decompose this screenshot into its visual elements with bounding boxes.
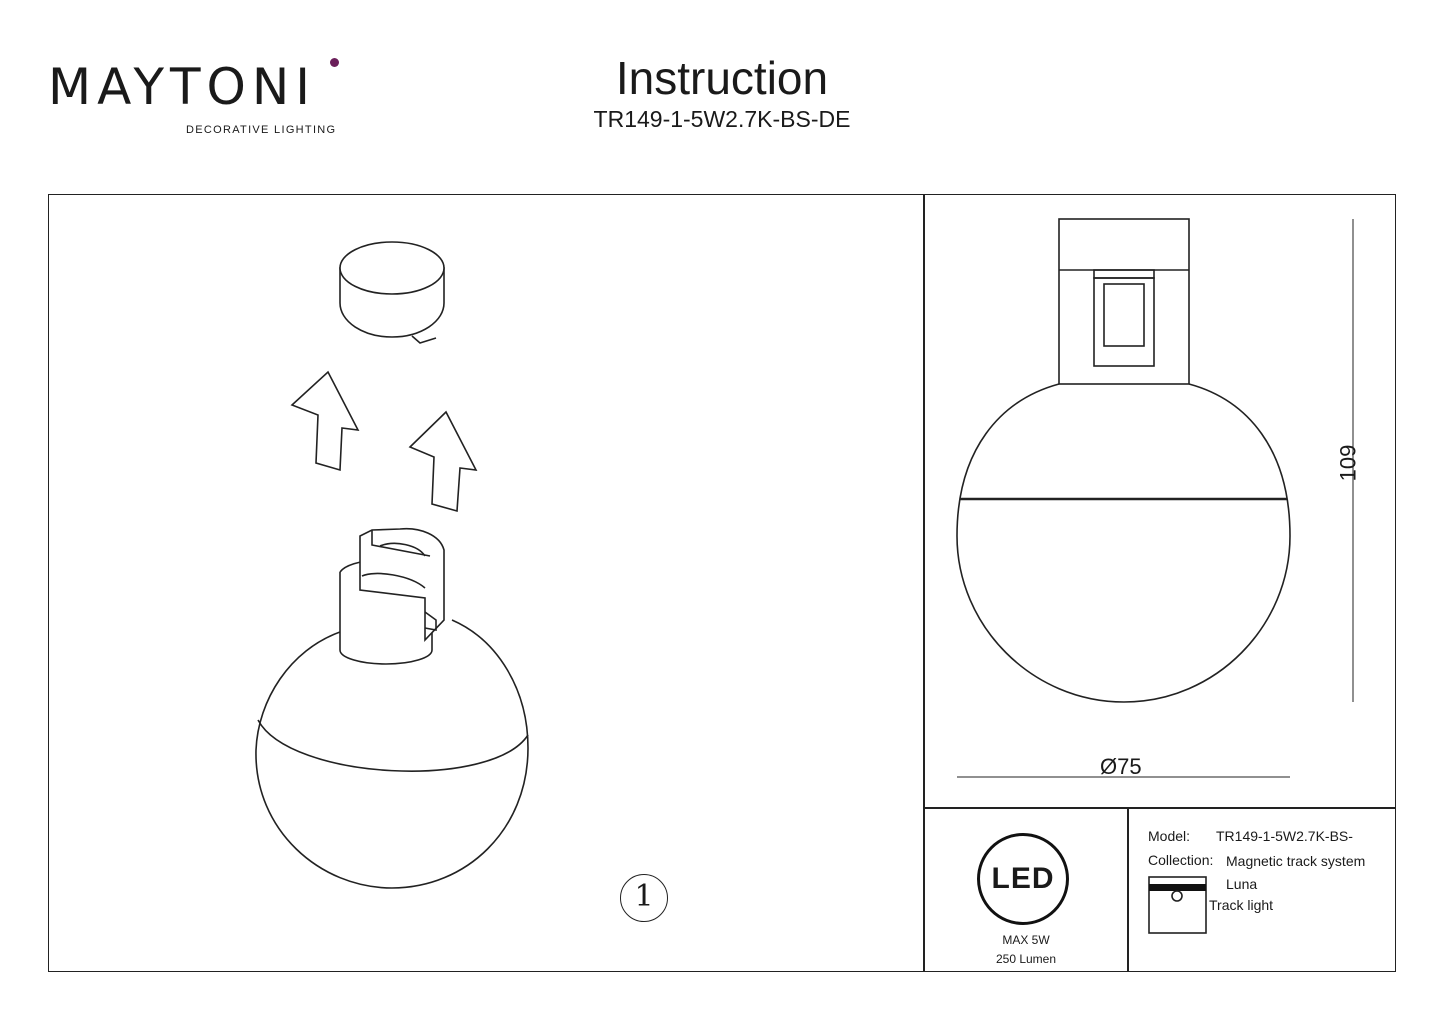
frame-divider-horizontal: [923, 807, 1396, 809]
brand-logo: MAYTONI: [48, 58, 317, 116]
model-value: TR149-1-5W2.7K-BS-: [1216, 828, 1353, 844]
frame-divider-info: [1127, 807, 1129, 972]
height-dimension: 109: [1335, 444, 1361, 482]
step-number: 1: [620, 874, 668, 922]
track-light-icon: [1148, 876, 1207, 934]
arrow-up-icon: [290, 370, 360, 472]
frame-divider-vertical: [923, 194, 925, 972]
product-type: Track light: [1209, 897, 1274, 913]
led-badge: LED: [977, 833, 1069, 925]
collection-label: Collection:: [1148, 852, 1214, 868]
diameter-dimension: Ø75: [1100, 754, 1142, 779]
side-view: [956, 218, 1354, 778]
brand-tagline: DECORATIVE LIGHTING: [186, 124, 337, 136]
lumen-output: 250 Lumen: [995, 952, 1057, 966]
page-model-number: TR149-1-5W2.7K-BS-DE: [593, 106, 851, 132]
sphere-lamp: [255, 619, 529, 889]
cap-part: [339, 241, 445, 344]
collection-value: Magnetic track system: [1226, 853, 1366, 869]
max-power: MAX 5W: [1002, 933, 1050, 947]
model-label: Model:: [1148, 828, 1191, 844]
connector-part: [339, 527, 445, 665]
series-name: Luna: [1226, 876, 1258, 892]
logo-dot: [330, 58, 339, 67]
page-title: Instruction: [615, 52, 829, 104]
arrow-up-icon: [408, 410, 478, 513]
drawing-frame: [48, 194, 1396, 972]
